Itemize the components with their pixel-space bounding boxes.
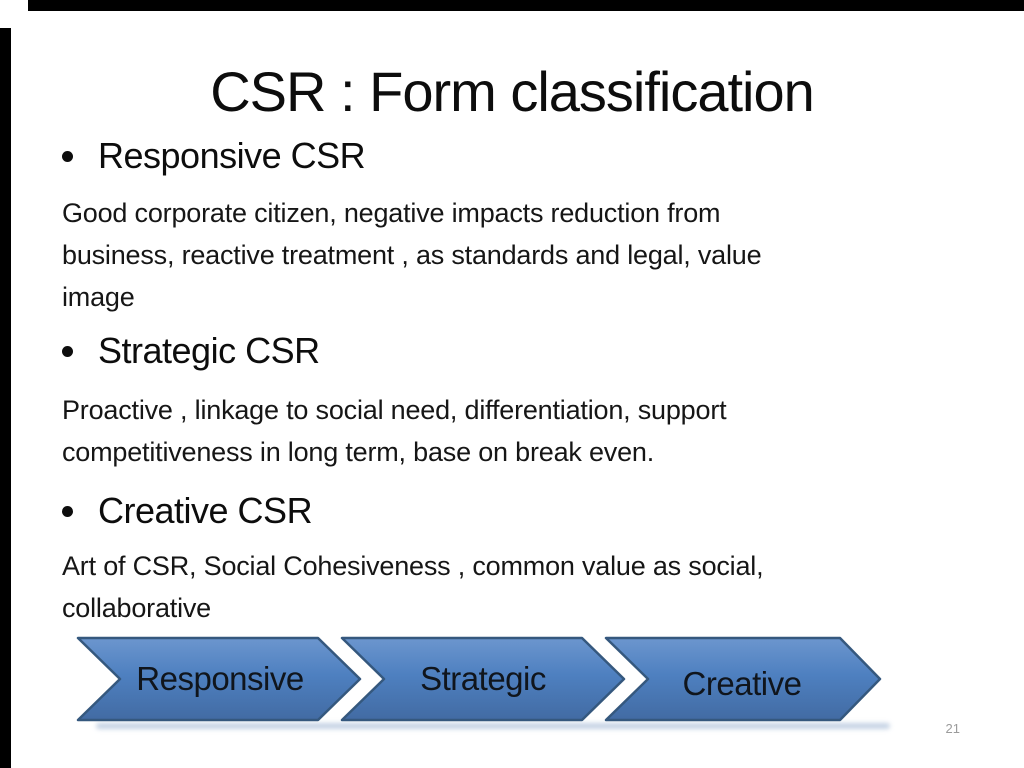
process-arrow-band xyxy=(0,636,1024,736)
arrow-band-shadow xyxy=(96,723,890,729)
bullet-heading-label: Creative CSR xyxy=(98,490,313,531)
arrow-label-strategic: Strategic xyxy=(420,660,546,697)
body-text-creative: Art of CSR, Social Cohesiveness , common… xyxy=(62,545,764,629)
body-line: Proactive , linkage to social need, diff… xyxy=(62,395,727,425)
chevron-responsive xyxy=(76,636,362,722)
top-border-bar xyxy=(28,0,1024,11)
body-text-strategic: Proactive , linkage to social need, diff… xyxy=(62,389,727,473)
body-line: business, reactive treatment , as standa… xyxy=(62,240,762,270)
bullet-dot-icon xyxy=(62,150,73,162)
arrow-label-responsive: Responsive xyxy=(136,660,304,697)
bullet-heading-strategic-csr: Strategic CSR xyxy=(62,329,320,373)
body-line: Good corporate citizen, negative impacts… xyxy=(62,198,721,228)
chevron-strategic xyxy=(340,636,626,722)
chevron-arrows-graphic xyxy=(76,636,882,722)
arrow-label-creative: Creative xyxy=(682,665,802,702)
body-text-responsive: Good corporate citizen, negative impacts… xyxy=(62,192,762,318)
page-number: 21 xyxy=(945,721,960,736)
bullet-dot-icon xyxy=(62,345,73,357)
bullet-heading-responsive-csr: Responsive CSR xyxy=(62,134,366,178)
chevron-creative xyxy=(604,636,882,722)
bullet-heading-label: Strategic CSR xyxy=(98,330,320,371)
left-border-bar xyxy=(0,28,11,768)
bullet-heading-creative-csr: Creative CSR xyxy=(62,489,313,533)
body-line: image xyxy=(62,282,135,312)
bullet-heading-label: Responsive CSR xyxy=(98,135,366,176)
page-title: CSR : Form classification xyxy=(210,60,815,123)
body-line: collaborative xyxy=(62,593,211,623)
body-line: Art of CSR, Social Cohesiveness , common… xyxy=(62,551,764,581)
bullet-dot-icon xyxy=(62,505,73,517)
body-line: competitiveness in long term, base on br… xyxy=(62,437,655,467)
